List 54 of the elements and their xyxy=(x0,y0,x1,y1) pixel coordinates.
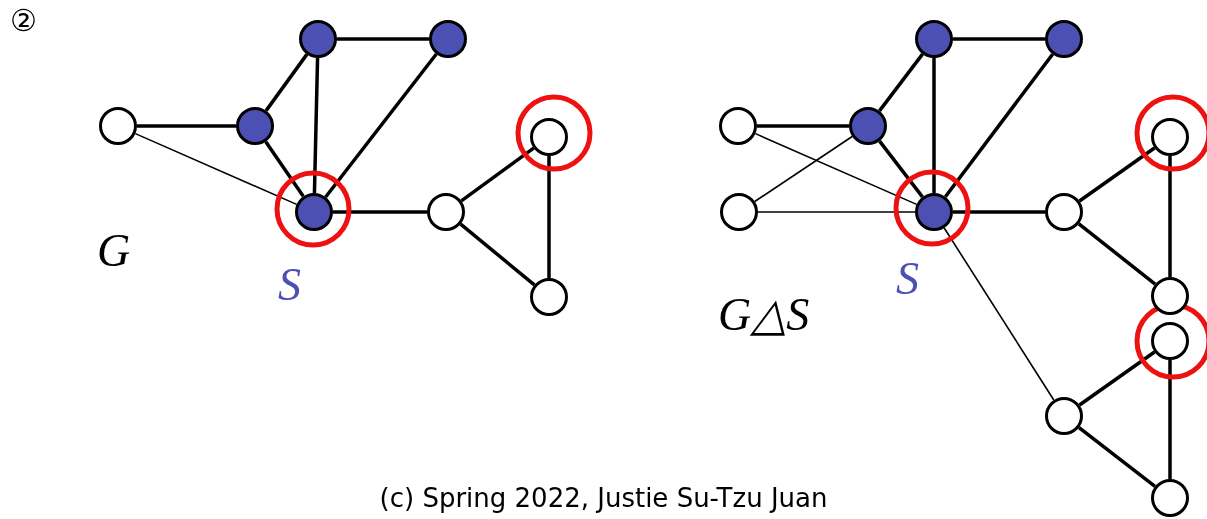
filled-vertex xyxy=(915,20,953,58)
graph-edge xyxy=(460,146,535,203)
graph-edge xyxy=(324,52,438,199)
vertex xyxy=(720,193,758,231)
graph-edge xyxy=(137,124,236,128)
filled-vertex xyxy=(295,193,333,231)
graph-edge xyxy=(333,210,427,214)
filled-vertex xyxy=(236,107,274,145)
graph-edge xyxy=(878,140,924,198)
graph-edge xyxy=(264,53,309,112)
vertex xyxy=(1151,479,1189,517)
filled-vertex xyxy=(429,20,467,58)
vertex xyxy=(1045,397,1083,435)
graph-edge xyxy=(757,211,916,213)
graph-edge xyxy=(547,156,551,278)
graph-edge xyxy=(1077,222,1157,286)
copyright-caption: (c) Spring 2022, Justie Su-Tzu Juan xyxy=(378,484,829,513)
graph-edge xyxy=(1078,350,1156,407)
graph-edge xyxy=(1168,360,1172,479)
graph-edge xyxy=(944,53,1054,198)
vertex xyxy=(1151,118,1189,156)
filled-vertex xyxy=(915,193,953,231)
graph-label: G△S xyxy=(718,292,810,338)
vertex xyxy=(530,278,568,316)
graph-edge xyxy=(953,37,1045,41)
graph-edge xyxy=(878,53,924,112)
vertex xyxy=(99,107,137,145)
vertex xyxy=(1151,277,1189,315)
graph-edge xyxy=(953,210,1045,214)
graph-edge xyxy=(754,132,918,206)
graph-edge xyxy=(754,135,853,203)
vertex xyxy=(530,118,568,156)
vertex xyxy=(1045,193,1083,231)
vertex xyxy=(427,193,465,231)
vertex xyxy=(719,107,757,145)
graph-edge xyxy=(459,222,536,287)
graph-edge xyxy=(1168,156,1172,277)
graph-label: G xyxy=(97,228,131,274)
graph-edge xyxy=(757,124,849,128)
graph-edge xyxy=(1078,146,1156,203)
graph-edge xyxy=(264,140,305,198)
filled-vertex xyxy=(299,20,337,58)
graph-edge xyxy=(134,132,298,206)
step-number: ② xyxy=(10,6,37,36)
graph-edge xyxy=(1077,426,1157,488)
set-label: S xyxy=(896,256,919,302)
graph-edge xyxy=(337,37,429,41)
filled-vertex xyxy=(849,107,887,145)
filled-vertex xyxy=(1045,20,1083,58)
vertex xyxy=(1151,322,1189,360)
graph-edge xyxy=(943,227,1055,401)
set-label: S xyxy=(278,262,301,308)
graph-edge xyxy=(932,58,936,193)
graph-edge xyxy=(312,57,320,194)
